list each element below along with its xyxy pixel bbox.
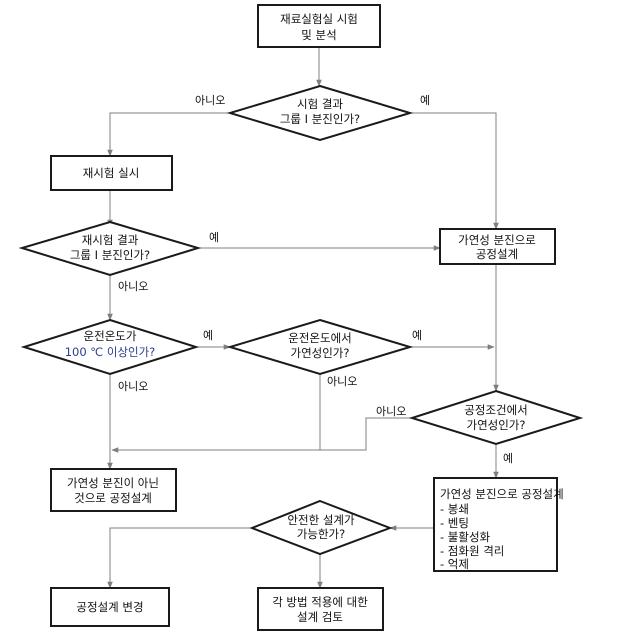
label-q-temp-no: 아니오 — [118, 380, 148, 393]
q-safe-text-line2: 가능한가? — [297, 527, 345, 541]
node-q-process — [408, 389, 584, 446]
node-q-safe — [249, 499, 393, 556]
node-q-flammable — [226, 318, 414, 376]
change-text: 공정설계 변경 — [76, 600, 143, 614]
label-q-temp-yes: 예 — [203, 329, 213, 342]
q-process-text-line1: 공정조건에서 — [464, 403, 527, 417]
label-q-flammable-yes: 예 — [412, 329, 422, 342]
label-q-flammable-no: 아니오 — [327, 375, 357, 388]
label-q-process-yes: 예 — [503, 452, 513, 465]
node-change — [50, 587, 170, 627]
q-group1-text-line1: 시험 결과 — [297, 97, 343, 111]
node-review — [257, 587, 384, 631]
q-temp-text-line1: 운전온도가 — [84, 329, 137, 343]
review-text-line2: 설계 검토 — [297, 610, 343, 624]
edge-q5-no-to-merge — [111, 417, 412, 453]
label-q-retest-no: 아니오 — [118, 280, 148, 293]
node-q-temp — [20, 318, 200, 376]
retest-text: 재시험 실시 — [83, 166, 140, 180]
edge-q6-no-to-change — [107, 527, 252, 589]
label-q-group1-yes: 예 — [420, 94, 430, 107]
measures-item: - 억제 — [440, 557, 469, 571]
node-start — [257, 4, 381, 48]
q-retest-text-line2: 그룹 I 분진인가? — [70, 248, 150, 262]
measures-item: - 불활성화 — [440, 530, 491, 544]
node-measures — [433, 477, 558, 572]
label-q-group1-no: 아니오 — [195, 94, 225, 107]
q-process-text-line2: 가연성인가? — [466, 418, 525, 432]
measures-title: 가연성 분진으로 공정설계 — [440, 487, 564, 501]
design-noncombustible-line1: 가연성 분진이 아닌 — [67, 476, 159, 490]
q-flammable-text-line1: 운전온도에서 — [288, 331, 351, 345]
measures-item: - 봉쇄 — [440, 502, 469, 516]
node-design-combustible — [439, 228, 556, 265]
design-noncombustible-line2: 것으로 공정설계 — [74, 491, 152, 505]
node-design-noncombustible — [50, 468, 177, 512]
label-q-process-no: 아니오 — [376, 405, 406, 418]
q-temp-text-line2: 100 ℃ 이상인가? — [65, 345, 156, 359]
q-group1-text-line2: 그룹 I 분진인가? — [280, 112, 360, 126]
measures-item: - 점화원 격리 — [440, 544, 504, 558]
label-q-retest-yes: 예 — [209, 231, 219, 244]
node-q-group1 — [226, 84, 414, 142]
node-retest — [50, 155, 173, 191]
edge-q1-no-to-retest — [107, 112, 230, 157]
design-combustible-line1: 가연성 분진으로 — [458, 233, 536, 247]
node-q-retest — [18, 220, 202, 277]
review-text-line1: 각 방법 적용에 대한 — [272, 595, 368, 609]
q-flammable-text-line2: 가연성인가? — [290, 346, 349, 360]
measures-item: - 벤팅 — [440, 516, 469, 530]
start-text-line1: 재료실험실 시험 — [280, 12, 358, 26]
edge-q1-yes-to-design — [410, 112, 499, 230]
design-combustible-line2: 공정설계 — [476, 247, 518, 261]
q-safe-text-line1: 안전한 설계가 — [287, 513, 355, 527]
q-retest-text-line1: 재시험 결과 — [82, 233, 139, 247]
start-text-line2: 및 분석 — [301, 28, 336, 42]
